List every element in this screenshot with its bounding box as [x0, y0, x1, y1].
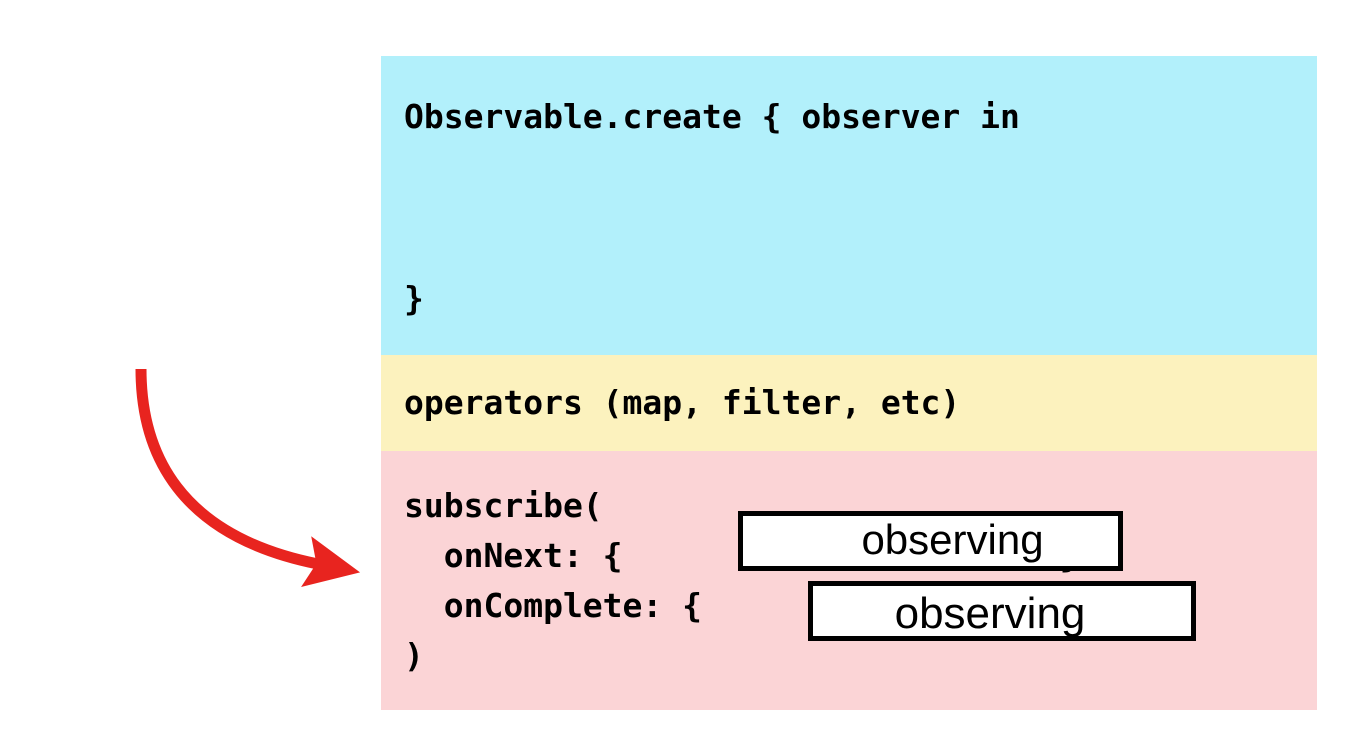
- observing-box-oncomplete-label: observing: [894, 589, 1086, 638]
- subscribe-line-3: ): [404, 636, 424, 675]
- red-curved-arrow: [135, 368, 361, 587]
- observing-box-oncomplete: observing: [808, 581, 1196, 641]
- subscribe-block: subscribe( onNext: { } onComplete: { } ): [381, 451, 1317, 710]
- observable-create-close-brace: }: [404, 279, 424, 318]
- operators-block: operators (map, filter, etc): [381, 355, 1317, 451]
- subscribe-line-0: subscribe(: [404, 486, 603, 525]
- observing-box-onnext: observing: [738, 511, 1123, 571]
- arrow-path: [135, 368, 361, 587]
- observing-box-onnext-label: observing: [861, 516, 1044, 563]
- operators-line: operators (map, filter, etc): [404, 383, 961, 422]
- observable-create-block: Observable.create { observer in }: [381, 56, 1317, 355]
- observable-create-open-line: Observable.create { observer in: [404, 97, 1020, 136]
